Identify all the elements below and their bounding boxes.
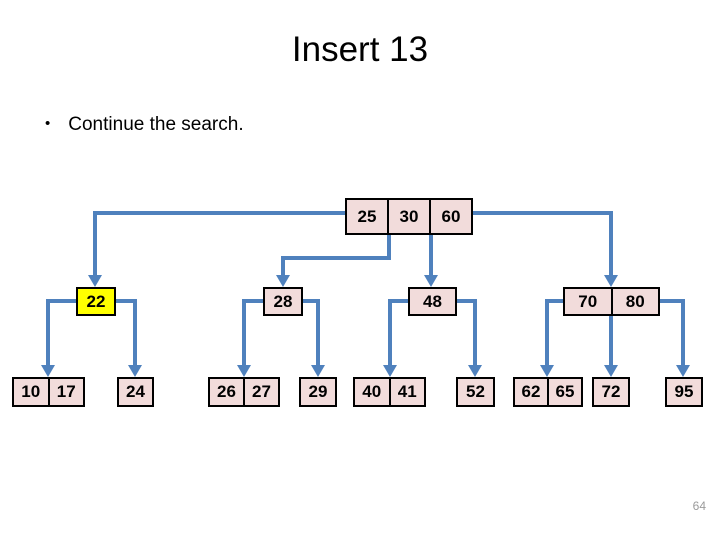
tree-leaf-52: 52 [456, 377, 495, 407]
tree-node-root: 25 30 60 [345, 198, 473, 235]
node-key: 41 [397, 382, 417, 401]
node-key: 65 [555, 382, 575, 401]
node-key: 70 [565, 289, 613, 314]
arrowhead-icon [41, 365, 55, 377]
arrowhead-icon [424, 275, 438, 287]
tree-leaf-62-65: 62 65 [513, 377, 583, 407]
node-key: 27 [252, 382, 271, 401]
node-key: 95 [674, 382, 694, 401]
bullet-text: Continue the search. [68, 114, 244, 135]
node-key: 10 [14, 379, 50, 405]
tree-node-28: 28 [263, 287, 303, 316]
tree-leaf-10-17: 10 17 [12, 377, 85, 407]
node-key: 80 [625, 291, 645, 311]
tree-leaf-72: 72 [592, 377, 630, 407]
tree-node-70-80: 70 80 [563, 287, 660, 316]
node-key: 48 [423, 291, 442, 311]
page-number: 64 [692, 499, 706, 513]
tree-leaf-24: 24 [117, 377, 154, 407]
arrowhead-icon [676, 365, 690, 377]
tree-node-48: 48 [408, 287, 457, 316]
arrowhead-icon [276, 275, 290, 287]
arrowhead-icon [237, 365, 251, 377]
node-key: 22 [86, 291, 106, 311]
tree-leaf-29: 29 [299, 377, 337, 407]
node-key: 40 [355, 379, 391, 405]
node-key: 28 [273, 291, 293, 311]
tree-node-22-highlighted: 22 [76, 287, 116, 316]
node-key: 29 [308, 382, 328, 401]
bullet-item: • Continue the search. [45, 114, 244, 136]
tree-leaf-40-41: 40 41 [353, 377, 426, 407]
arrowhead-icon [128, 365, 142, 377]
slide-title: Insert 13 [291, 30, 429, 69]
arrowhead-icon [383, 365, 397, 377]
node-key: 24 [126, 382, 145, 401]
node-key: 26 [210, 379, 245, 405]
bullet-icon: • [45, 115, 51, 132]
arrowhead-icon [604, 365, 618, 377]
node-key: 52 [466, 382, 485, 401]
node-key: 60 [441, 206, 461, 226]
tree-leaf-26-27: 26 27 [208, 377, 280, 407]
tree-leaf-95: 95 [665, 377, 703, 407]
node-key: 17 [56, 382, 76, 401]
node-key: 72 [601, 382, 621, 401]
arrowhead-icon [604, 275, 618, 287]
arrowhead-icon [540, 365, 554, 377]
arrowhead-icon [311, 365, 325, 377]
node-key: 25 [347, 200, 389, 233]
arrowhead-icon [88, 275, 102, 287]
arrowhead-icon [468, 365, 482, 377]
node-key: 30 [389, 200, 431, 233]
node-key: 62 [515, 379, 549, 405]
